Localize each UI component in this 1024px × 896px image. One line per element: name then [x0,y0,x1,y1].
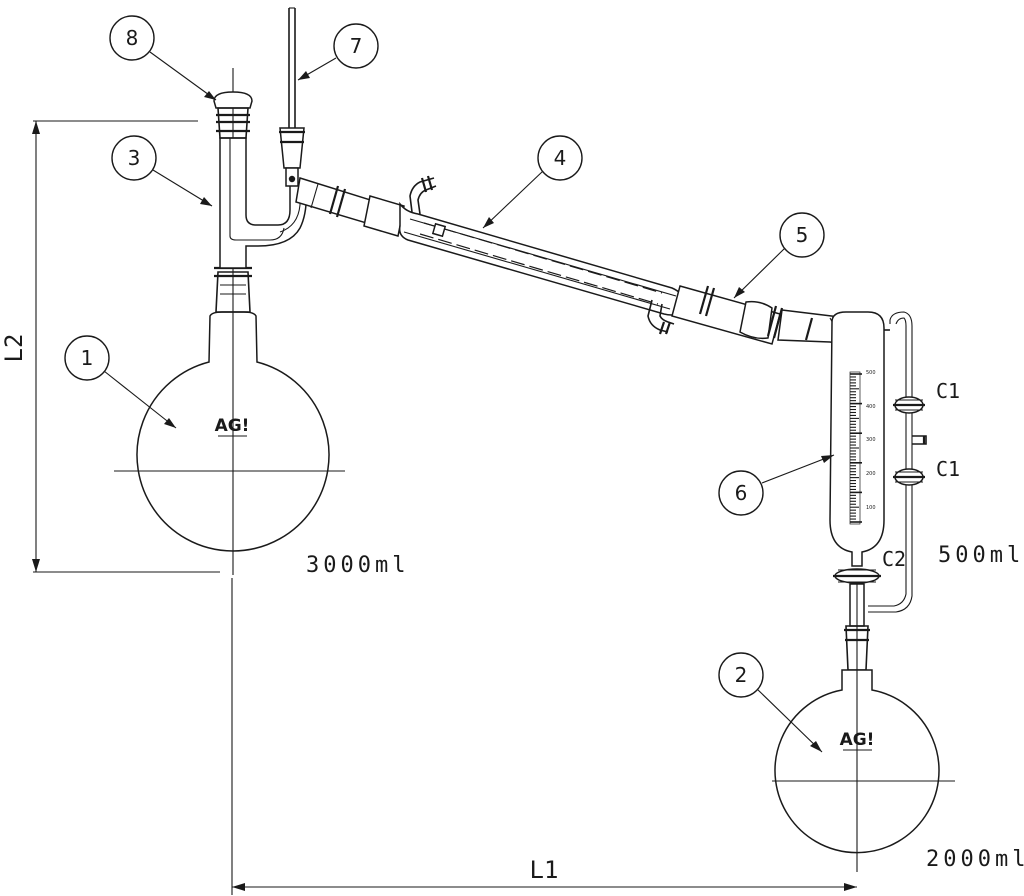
round-bottom-flask-3000ml: AG! [114,68,345,575]
flask2-logo: AG! [840,730,875,750]
round-bottom-flask-2000ml: AG! [772,584,955,872]
callout-1: 1 [64,335,177,429]
side-arm-connector [295,177,405,237]
callout-3: 3 [111,135,213,207]
flask2-volume-label: 2000ml [926,847,1024,872]
dimension-l1: L1 [231,578,857,895]
flask1-logo: AG! [215,416,250,436]
scale-label-200: 200 [866,471,876,477]
svg-text:5: 5 [796,223,809,247]
svg-text:4: 4 [554,146,567,170]
dim-l1-label: L1 [530,856,559,884]
scale-label-300: 300 [866,437,876,443]
claisen-distillation-head [213,7,308,269]
receiver-scale [850,373,862,523]
receiver-volume-label: 500ml [938,543,1024,568]
callout-8: 8 [109,15,217,101]
svg-text:7: 7 [350,34,363,58]
c1-upper-label: C1 [936,379,960,403]
graduated-receiver: 500 400 300 200 100 [829,311,927,671]
stopcock-c1-upper [893,396,925,414]
vacuum-adapter [671,285,857,347]
scale-label-400: 400 [866,404,876,410]
dimension-l2: L2 [0,120,220,573]
svg-text:6: 6 [735,481,748,505]
callout-5: 5 [733,212,825,299]
scale-label-100: 100 [866,505,876,511]
svg-text:1: 1 [81,346,94,370]
svg-text:3: 3 [128,146,141,170]
c1-lower-label: C1 [936,457,960,481]
callout-6: 6 [718,454,835,516]
callout-2: 2 [718,652,823,753]
svg-text:8: 8 [126,26,139,50]
callout-4: 4 [482,135,583,229]
c2-label: C2 [882,547,906,571]
stopcock-c2 [833,568,881,584]
scale-label-500: 500 [866,370,876,376]
dim-l2-label: L2 [0,334,28,363]
stopcock-c1-lower [893,468,925,486]
callout-7: 7 [297,23,379,81]
liebig-condenser [398,175,685,335]
svg-text:2: 2 [735,663,748,687]
flask1-volume-label: 3000ml [306,553,409,578]
